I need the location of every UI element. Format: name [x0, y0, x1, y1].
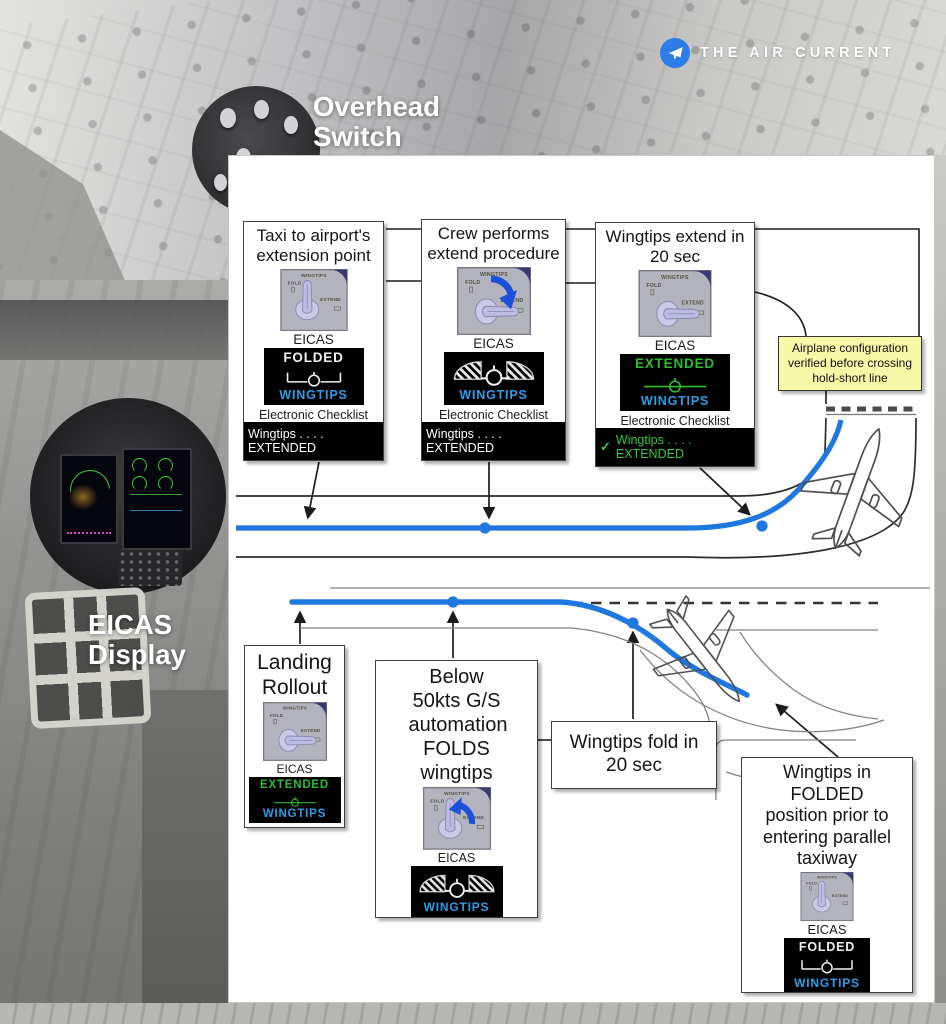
- wingtips-switch-moving-to-extend: [453, 267, 535, 335]
- overhead-switch-label: Overhead Switch: [313, 91, 440, 152]
- step-title: Taxi to airport's extension point: [256, 226, 371, 266]
- wingtips-switch-extend-position: [263, 702, 327, 761]
- wingtips-in-transit-symbol: [448, 354, 540, 388]
- step-title: Crew performs extend procedure: [427, 224, 560, 264]
- eicas-line: [130, 510, 182, 511]
- engine-gauge: [132, 458, 147, 473]
- cdu-keyboard: [118, 550, 182, 586]
- eicas-status: FOLDED: [283, 350, 344, 365]
- step-title: Wingtips extend in 20 sec: [605, 227, 745, 267]
- eicas-engine-screen: [122, 448, 192, 550]
- eicas-wingtips-label: WINGTIPS: [279, 388, 348, 402]
- checklist-item: Wingtips . . . . EXTENDED: [248, 427, 324, 455]
- eicas-status: EXTENDED: [259, 779, 330, 792]
- electronic-checklist-caption: Electronic Checklist: [620, 414, 730, 428]
- wingtips-switch-fold-position: [791, 872, 863, 921]
- wingtips-extended-symbol: [254, 793, 336, 808]
- wingtips-extended-symbol: [627, 372, 723, 394]
- wingtips-switch-moving-to-fold: [422, 787, 492, 850]
- electronic-checklist-caption: Electronic Checklist: [258, 408, 369, 422]
- step-box-landing-rollout: Landing Rollout EICAS EXTENDED WINGTIPS: [244, 645, 345, 828]
- eicas-wingtips-label: WINGTIPS: [459, 388, 528, 402]
- hold-short-note: Airplane configuration verified before c…: [778, 336, 922, 392]
- checklist-bar: Wingtips . . . . EXTENDED: [422, 422, 565, 460]
- paper-plane-icon: [660, 38, 690, 68]
- step-title: Wingtips fold in 20 sec: [569, 732, 699, 776]
- eicas-display: WINGTIPS: [443, 352, 544, 405]
- eicas-caption: EICAS: [654, 338, 696, 353]
- eicas-display-photo-inset: [30, 398, 226, 594]
- step-box-wingtips-fold-20-sec: Wingtips fold in 20 sec: [551, 721, 717, 789]
- wingtips-switch-extend-position: [633, 270, 717, 337]
- eicas-display: WINGTIPS: [410, 865, 503, 917]
- checklist-bar: ✓ Wingtips . . . . EXTENDED: [596, 428, 754, 466]
- step-title: Below 50kts G/S automation FOLDS wingtip…: [408, 666, 508, 784]
- eicas-caption: EICAS: [437, 850, 476, 865]
- navigation-display-screen: [60, 454, 119, 544]
- checkmark-icon: ✓: [600, 439, 611, 454]
- eicas-display: FOLDED WINGTIPS: [263, 348, 364, 405]
- eicas-caption: EICAS: [276, 762, 313, 777]
- eicas-display: EXTENDED WINGTIPS: [248, 777, 341, 824]
- eicas-caption: EICAS: [807, 922, 847, 937]
- eicas-display: FOLDED WINGTIPS: [784, 938, 870, 992]
- engine-gauge: [132, 476, 147, 491]
- electronic-checklist-caption: Electronic Checklist: [438, 408, 549, 422]
- wingtips-folded-symbol: [271, 366, 357, 388]
- eicas-caption: EICAS: [473, 336, 514, 351]
- switch-knob: [214, 174, 227, 191]
- eicas-display: EXTENDED WINGTIPS: [620, 354, 730, 411]
- eicas-caption: EICAS: [293, 332, 334, 347]
- wingtips-switch-fold-position: [273, 269, 355, 331]
- nd-weather-blob: [68, 484, 98, 510]
- eicas-wingtips-label: WINGTIPS: [262, 807, 327, 820]
- eicas-status: FOLDED: [798, 940, 856, 954]
- eicas-display-label: EICAS Display: [88, 609, 186, 670]
- checklist-item: Wingtips . . . . EXTENDED: [615, 433, 692, 461]
- step-box-wingtips-extend-20-sec: Wingtips extend in 20 sec EICAS EXTENDED…: [595, 222, 755, 467]
- photo-right-strip: [935, 155, 946, 1003]
- step-box-below-50kts-automation-folds: Below 50kts G/S automation FOLDS wingtip…: [375, 660, 538, 918]
- brand-logo: THE AIR CURRENT: [660, 38, 895, 68]
- switch-knob: [220, 108, 236, 128]
- eicas-wingtips-label: WINGTIPS: [640, 394, 710, 408]
- wingtips-in-transit-symbol: [414, 868, 500, 900]
- step-box-wingtips-folded-position: Wingtips in FOLDED position prior to ent…: [741, 757, 913, 993]
- step-box-taxi-to-extension-point: Taxi to airport's extension point EICAS …: [243, 221, 384, 461]
- step-title: Landing Rollout: [257, 651, 332, 700]
- photo-bottom-strip: [0, 1003, 946, 1024]
- engine-gauge: [158, 458, 173, 473]
- center-pedestal: [142, 690, 228, 1004]
- nd-route-dots: [67, 532, 111, 534]
- eicas-line: [130, 494, 182, 495]
- eicas-wingtips-label: WINGTIPS: [423, 900, 490, 915]
- engine-gauge: [158, 476, 173, 491]
- checklist-item: Wingtips . . . . EXTENDED: [426, 427, 502, 455]
- switch-knob: [284, 116, 298, 134]
- glareshield: [0, 300, 228, 360]
- wingtips-folded-symbol: [788, 954, 866, 975]
- switch-knob: [254, 100, 269, 119]
- step-box-crew-extend-procedure: Crew performs extend procedure EICAS WIN…: [421, 219, 566, 461]
- brand-name: THE AIR CURRENT: [700, 45, 896, 61]
- checklist-bar: Wingtips . . . . EXTENDED: [244, 422, 383, 460]
- eicas-wingtips-label: WINGTIPS: [794, 975, 860, 990]
- step-title: Wingtips in FOLDED position prior to ent…: [762, 762, 892, 869]
- eicas-status: EXTENDED: [635, 356, 715, 371]
